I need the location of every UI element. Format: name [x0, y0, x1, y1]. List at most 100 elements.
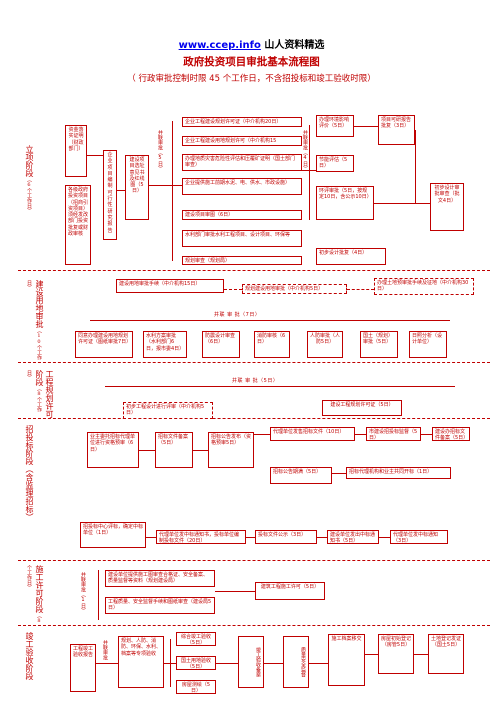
- feasibility-report-box: 企业项目编制可行性研究报告: [103, 150, 117, 240]
- connector: [216, 663, 238, 664]
- eia-approval-box: 环评审批（5日，按规定10日，含公示10日）: [316, 186, 374, 220]
- acceptance-filing-box: 竣工验收备案: [238, 636, 264, 688]
- connector: [365, 654, 378, 655]
- bid-evaluation-box: 招投标中心评标，确定中标单位（1日）: [80, 522, 146, 548]
- stage-separator: [18, 270, 490, 271]
- construction-docs-box: 建设单位提供施工图审查合格证、安全备案、质量监督等资料（规划建设局）: [105, 570, 215, 587]
- feasibility-approval-box: 项目可研报告批复（3日）: [378, 115, 415, 145]
- bid-publicity-box: 投标文件公示（3日）: [255, 530, 317, 544]
- house-registration-box: 房屋初始登记（房管5日）: [378, 634, 414, 674]
- connector: [193, 450, 208, 451]
- connector: [332, 473, 346, 474]
- planning-review-box: 规划审查（规划局）: [182, 256, 302, 265]
- site-selection-box: 建设项目选址意见书及红线图（5日）: [125, 155, 149, 220]
- connector: [149, 185, 182, 186]
- stage-label-acceptance: 竣工验收阶段: [25, 632, 34, 680]
- connector: [117, 190, 125, 191]
- connector: [90, 320, 450, 321]
- bid-opening-box: 招标代理机构和业主共同开标（1日）: [346, 467, 451, 479]
- parallel-approval-1-label: 并联审批（1日）: [80, 572, 86, 613]
- fire-review-box: 消防审核（6日）: [254, 331, 290, 358]
- connector: [98, 570, 99, 620]
- stage-label-planning: 工程规划许可阶段（8个工作日）: [26, 370, 54, 418]
- header-link: www.ccep.info 山人资料精选: [0, 36, 503, 51]
- connector: [414, 654, 428, 655]
- bid-supervision-box: 市建设招投标监督（5日）: [366, 427, 421, 441]
- connector: [421, 434, 432, 435]
- parallel-approval-5-label: 并联 审 批（5日）: [232, 378, 279, 384]
- site-url-link[interactable]: www.ccep.info: [178, 40, 261, 51]
- connector: [415, 130, 416, 203]
- stage-separator: [18, 625, 490, 626]
- stage-separator: [18, 362, 490, 363]
- page-title: 政府投资项目审批基本流程图: [183, 56, 320, 68]
- quality-safety-box: 工程质量、安全监督手续和图纸审查（建设局5日）: [105, 597, 215, 614]
- land-acceptance-box: 国土用地验收（5日）: [176, 656, 216, 670]
- eia-box: 办理环境影响评价（5日）: [316, 115, 354, 137]
- energy-assessment-box: 节能评估（5日）: [316, 155, 354, 172]
- land-acquisition-box: 办理土地预审批手续及征地（中介机构30日）: [374, 278, 474, 295]
- construction-permit-box: 建筑工程施工许可（5日）: [255, 582, 325, 600]
- connector: [96, 663, 118, 664]
- seismic-review-box: 防震设计审查（6日）: [202, 331, 240, 358]
- connector: [309, 125, 310, 220]
- stage-label-initiation: 立项阶段（6个工作日）: [25, 145, 34, 213]
- preliminary-design-approval-box: 初步设计批复（4日）: [316, 248, 386, 265]
- investment-approval-box: 各级政府投资项目（招商引资项目）须经发改部门投资批复或财政审核: [65, 185, 91, 265]
- archive-transfer-box: 施工档案移交: [328, 634, 365, 686]
- bid-filing-box: 建设办招标文件备案（5日）: [432, 427, 470, 441]
- house-survey-box: 房屋测绘（5日）: [176, 680, 216, 694]
- bidding-agent-box: 业主委托招标代理单位进行资格预审（6日）: [87, 432, 139, 468]
- connector: [146, 537, 156, 538]
- connector: [246, 537, 255, 538]
- civil-defense-box: 人防审批（人防5日）: [307, 331, 343, 358]
- land-planning-permit-box: 同意办理建设用地规划许可证（图纸审批7日）: [75, 331, 133, 358]
- connector: [254, 434, 270, 435]
- completion-report-box: 工程竣工验收报告: [70, 644, 96, 692]
- parallel-approval-label: 并联审批（5日）: [157, 130, 163, 171]
- stage-label-permit: 施工许可阶段（8个工作日）: [26, 565, 44, 624]
- stage-separator: [18, 418, 490, 419]
- page-subtitle: （ 行政审批控制时限 45 个工作日，不含招投标和竣工验收时限）: [127, 74, 376, 84]
- stage-label-land: 建设用地审批（10个工作日）: [26, 280, 44, 360]
- land-planning-approval-box: 国土（规划）审批（5日）: [360, 331, 398, 358]
- planning-permit-final-box: 建设工程规划许可证（5日）: [322, 400, 402, 416]
- connector: [309, 663, 328, 664]
- land-approval-box: 建设用地审批手续（中介机构15日）: [116, 279, 224, 293]
- bid-announcement-box: 招标公告发布（资格预审5日）: [208, 432, 254, 468]
- special-acceptance-box: 规划、人防、消防、环保、水利、档案等专项验收: [118, 636, 164, 688]
- connector: [87, 155, 103, 156]
- design-review-box: 初步工程设计进行评审（中介机构5日）: [123, 402, 213, 419]
- award-notice-box: 代理单位发中标通知书，投标单位编制投标文件（20日）: [156, 530, 246, 544]
- agent-award-box: 代理单位发中标通知（3日）: [390, 530, 448, 544]
- sunlight-analysis-box: 日照分析（设计单位）: [409, 331, 447, 358]
- stage-separator: [18, 560, 490, 561]
- geo-hazard-box: 办理地质灾害危险性评估和压覆矿证明（国土部门审查）: [182, 154, 302, 171]
- land-registration-box: 土地登记发证（国土5日）: [428, 634, 464, 674]
- connector: [172, 121, 173, 261]
- preliminary-design-box: 初步设计审批审查（批文4日）: [430, 183, 464, 231]
- parallel-approval-acceptance-label: 并联审批: [102, 640, 108, 660]
- connector: [374, 203, 430, 204]
- water-project-box: 水利部门审批水利工程项目、设计项目、环保等: [182, 230, 302, 247]
- land-use-permit-box: 企业工程建设用地规划许可（中介机构15: [182, 136, 302, 146]
- connector: [105, 386, 455, 387]
- connector: [139, 450, 155, 451]
- site-name: 山人资料精选: [264, 40, 325, 51]
- bid-document-sale-box: 代理单位发售招标文件（10日）: [270, 427, 355, 441]
- connector: [379, 537, 390, 538]
- bid-period-end-box: 招标公告期满（5日）: [270, 467, 332, 484]
- connector: [347, 289, 374, 290]
- parallel-approval-label-2: 并联审批（4日）: [302, 130, 308, 171]
- connector: [264, 663, 283, 664]
- stage-label-bidding: 招投标阶段（含监理招标）: [25, 425, 34, 521]
- connector: [170, 639, 171, 687]
- utilities-box: 企业提供施工前期水泥、电、供水、市政设施）: [182, 178, 302, 195]
- comprehensive-acceptance-box: 综合竣工验收（5日）: [176, 632, 216, 646]
- connector: [215, 591, 255, 592]
- quality-supervision-box: 质量安全监督: [283, 636, 309, 688]
- winning-notice-box: 建设单位发出中标通知书（5日）: [327, 530, 379, 544]
- connector: [317, 537, 327, 538]
- planning-permit-box: 企业工程建设规划许可证（中介机构20日）: [182, 117, 302, 127]
- funding-proof-box: 资金落实证明（财政部门）: [65, 125, 87, 177]
